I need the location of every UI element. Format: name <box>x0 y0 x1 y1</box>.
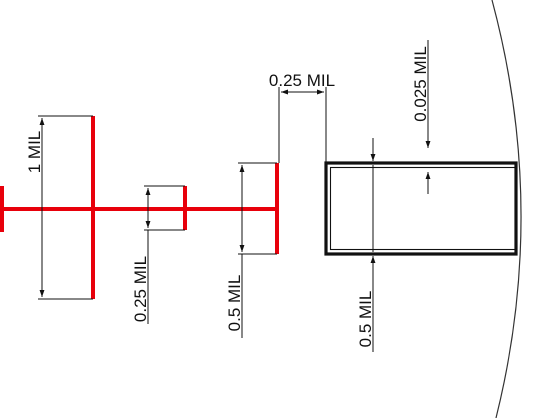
label-quarter-mil-top: 0.25 MIL <box>269 71 335 90</box>
label-one-mil: 1 MIL <box>25 131 44 174</box>
label-hundredth-mil: 0.025 MIL <box>411 46 430 122</box>
reticle <box>0 116 279 299</box>
label-half-mil-right: 0.5 MIL <box>356 291 375 348</box>
label-quarter-mil-left: 0.25 MIL <box>131 256 150 322</box>
target-box <box>324 161 518 256</box>
dimension-quarter-mil-left <box>144 185 185 246</box>
dimension-half-mil-left <box>238 162 277 268</box>
label-half-mil-left: 0.5 MIL <box>225 275 244 332</box>
scope-edge-arc <box>491 0 522 418</box>
label-underlines <box>41 40 429 352</box>
dimension-quarter-mil-top <box>278 87 327 163</box>
